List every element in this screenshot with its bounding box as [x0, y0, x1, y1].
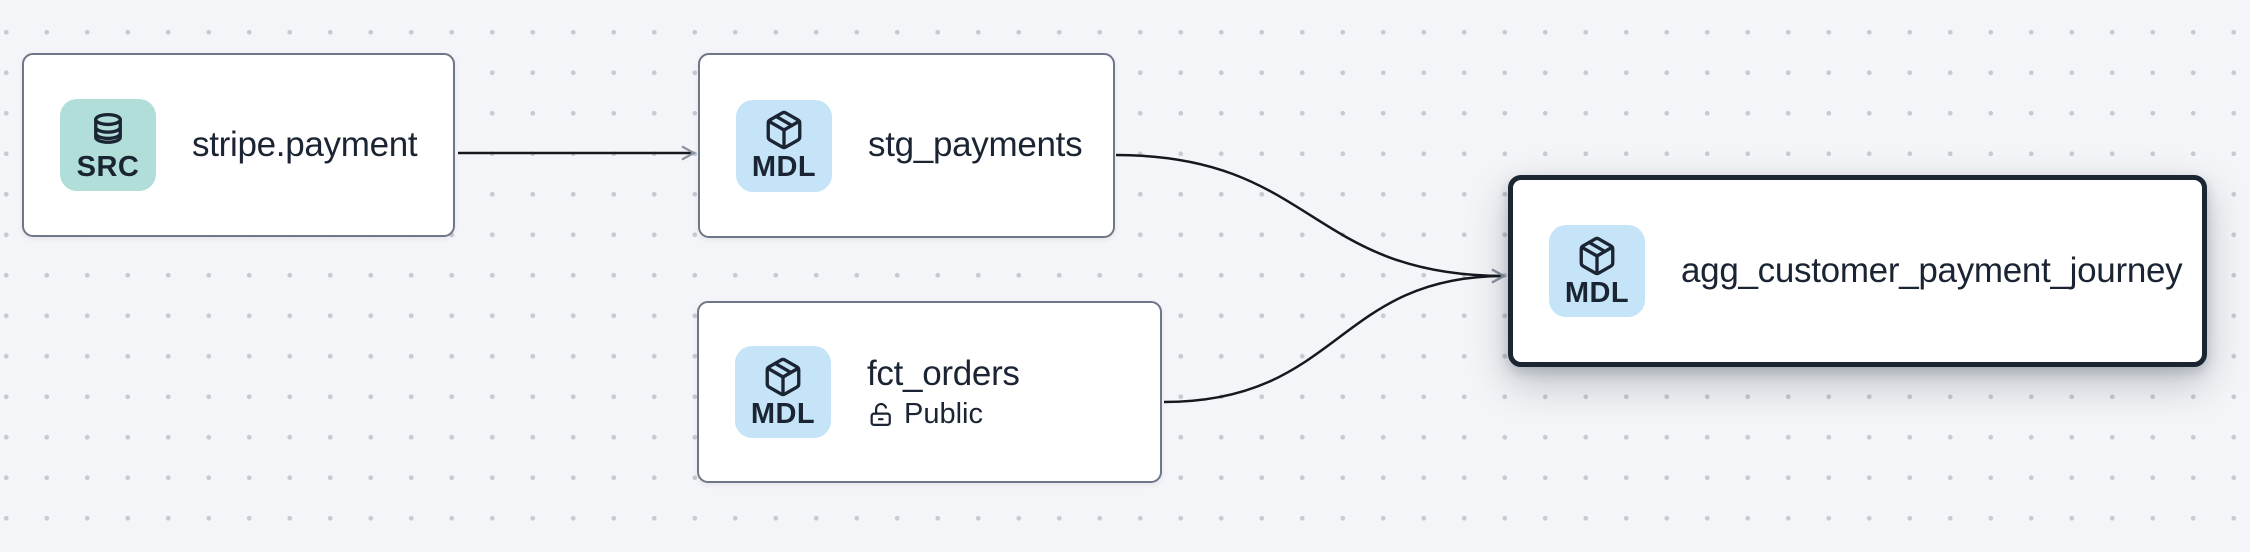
package-icon — [766, 110, 802, 150]
node-agg-customer-payment-journey[interactable]: MDL agg_customer_payment_journey — [1508, 175, 2207, 367]
node-title: fct_orders — [867, 353, 1020, 393]
source-badge: SRC — [60, 99, 156, 191]
edge-fct-orders-to-agg — [1163, 268, 1507, 404]
package-icon — [1579, 236, 1615, 275]
badge-label: MDL — [751, 151, 817, 183]
badge-label: MDL — [1564, 276, 1630, 309]
model-badge: MDL — [735, 346, 831, 438]
model-badge: MDL — [1549, 225, 1645, 317]
model-badge: MDL — [736, 99, 832, 192]
node-fct-orders[interactable]: MDL fct_orders Public — [697, 301, 1162, 483]
node-title: stg_payments — [868, 125, 1083, 165]
badge-label: MDL — [750, 397, 816, 430]
badge-label: SRC — [76, 150, 140, 183]
edge-stg-payments-to-agg — [1115, 153, 1507, 284]
node-title: stripe.payment — [192, 124, 418, 164]
lock-open-icon — [870, 402, 891, 426]
node-stripe-payment[interactable]: SRC stripe.payment — [22, 53, 455, 237]
node-stg-payments[interactable]: MDL stg_payments — [698, 53, 1115, 238]
node-title: agg_customer_payment_journey — [1681, 250, 2183, 290]
package-icon — [765, 357, 801, 396]
access-label: Public — [867, 400, 1020, 429]
access-label-text: Public — [904, 398, 983, 431]
database-icon — [94, 112, 122, 144]
